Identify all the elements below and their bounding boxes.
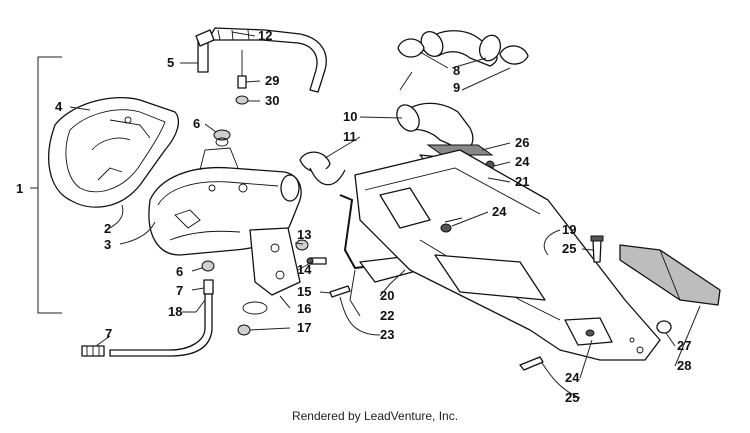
callout-14: 14 xyxy=(297,262,312,277)
callout-7-fitting: 7 xyxy=(176,283,183,298)
callout-19: 19 xyxy=(562,222,576,237)
leader-lines xyxy=(69,31,701,399)
intake-coupler xyxy=(397,30,529,67)
callout-8: 8 xyxy=(453,63,460,78)
callout-1: 1 xyxy=(16,181,23,196)
nut-bolt-13-14 xyxy=(295,239,327,265)
callout-7-hose-end: 7 xyxy=(105,326,112,341)
callout-18: 18 xyxy=(168,304,182,319)
callout-29: 29 xyxy=(265,73,279,88)
intake-elbow xyxy=(299,102,474,186)
callout-6-top: 6 xyxy=(193,116,200,131)
callout-26: 26 xyxy=(515,135,529,150)
callout-22: 22 xyxy=(380,308,394,323)
callout-3: 3 xyxy=(104,237,111,252)
callout-28: 28 xyxy=(677,358,691,373)
assembly-bracket xyxy=(37,56,62,314)
callout-24-lower: 24 xyxy=(565,370,580,385)
drain-hose xyxy=(81,260,215,357)
callout-9: 9 xyxy=(453,80,460,95)
washer-17 xyxy=(237,324,251,336)
callout-12: 12 xyxy=(258,28,272,43)
callout-25-lower: 25 xyxy=(565,390,579,405)
callout-25-upper: 25 xyxy=(562,241,576,256)
callout-24-middle: 24 xyxy=(492,204,507,219)
airbox-cover xyxy=(48,96,179,208)
callout-24-upper: 24 xyxy=(515,154,530,169)
bolt-25-lower xyxy=(519,356,544,371)
intake-silencer xyxy=(354,149,661,361)
callout-16: 16 xyxy=(297,301,311,316)
grommet-top xyxy=(213,129,231,141)
footer-credit: Rendered by LeadVenture, Inc. xyxy=(291,409,459,423)
callout-23: 23 xyxy=(380,327,394,342)
callout-27: 27 xyxy=(677,338,691,353)
callout-17: 17 xyxy=(297,320,311,335)
foam-filter xyxy=(619,244,721,306)
callout-2: 2 xyxy=(104,221,111,236)
bolt-23 xyxy=(329,285,351,298)
callout-5: 5 xyxy=(167,55,174,70)
callout-11: 11 xyxy=(343,129,357,144)
mount-bracket xyxy=(249,227,301,296)
callout-4: 4 xyxy=(55,99,63,114)
bolt-25-upper xyxy=(592,239,602,263)
callout-30: 30 xyxy=(265,93,279,108)
callout-15: 15 xyxy=(297,284,311,299)
callout-10: 10 xyxy=(343,109,357,124)
callout-20: 20 xyxy=(380,288,394,303)
callout-labels: 1 2 3 4 5 6 6 7 7 8 9 10 11 12 13 14 15 … xyxy=(16,28,691,405)
plug-27 xyxy=(656,320,672,334)
callout-21: 21 xyxy=(515,174,529,189)
callout-13: 13 xyxy=(297,227,311,242)
temp-sensor xyxy=(235,50,249,105)
callout-6-bottom: 6 xyxy=(176,264,183,279)
